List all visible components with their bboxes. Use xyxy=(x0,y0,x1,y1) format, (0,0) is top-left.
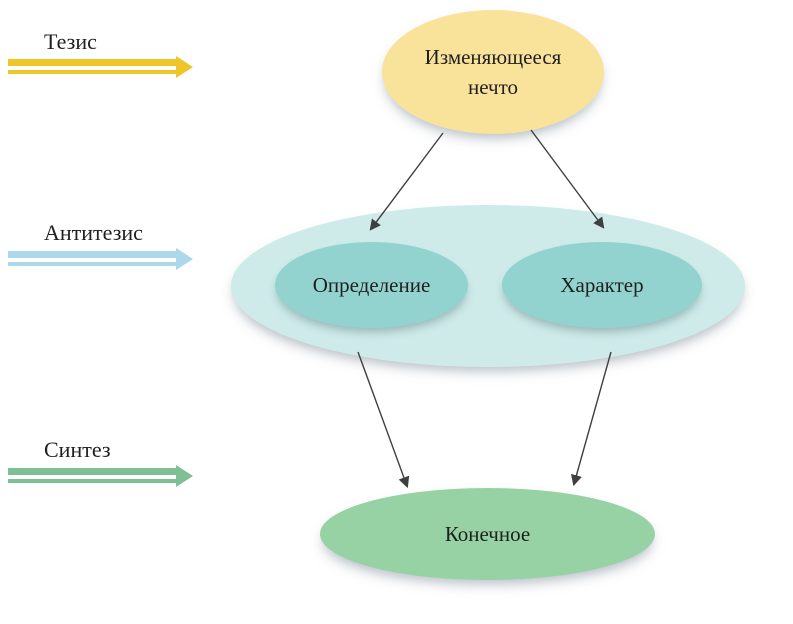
node-definition-label: Определение xyxy=(312,273,431,297)
antithesis-arrow-shaft xyxy=(8,251,180,266)
synthesis-arrow-icon xyxy=(8,465,193,487)
thesis-arrow-head xyxy=(176,56,193,78)
synthesis-arrow-head xyxy=(176,465,193,487)
legend-label-synthesis: Синтез xyxy=(44,437,111,462)
node-thesis-label: Изменяющееся нечто xyxy=(424,45,562,99)
node-character: Характер xyxy=(502,242,702,328)
antithesis-arrow-icon xyxy=(8,248,193,270)
antithesis-arrow-head xyxy=(176,248,193,270)
connector-definition-to-final xyxy=(357,351,410,489)
synthesis-arrow-shaft xyxy=(8,468,180,483)
thesis-arrow-icon xyxy=(8,56,193,78)
node-final-label: Конечное xyxy=(444,522,531,546)
node-thesis: Изменяющееся нечто xyxy=(382,10,604,134)
node-final: Конечное xyxy=(320,488,655,580)
legend-label-thesis: Тезис xyxy=(44,29,97,54)
node-character-label: Характер xyxy=(560,273,644,297)
connector-character-to-final xyxy=(571,351,612,487)
legend-label-antithesis: Антитезис xyxy=(44,220,143,245)
node-definition: Определение xyxy=(275,242,468,328)
thesis-arrow-shaft xyxy=(8,59,180,74)
